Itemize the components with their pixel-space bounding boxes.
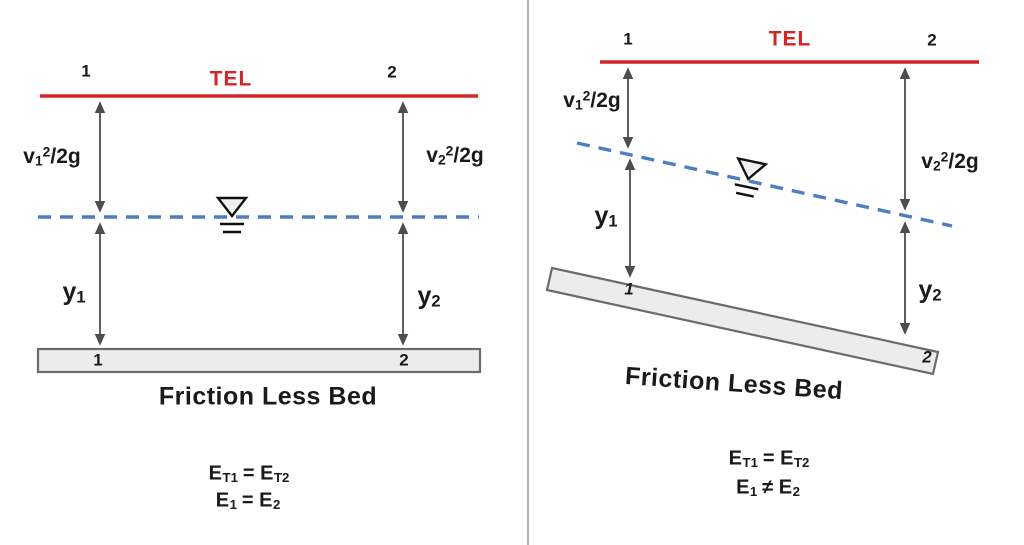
right-v1-sup: 2 bbox=[582, 87, 591, 104]
left-eq1-lhs-sub: T1 bbox=[222, 470, 238, 486]
right-eq1-lhs-sub: T1 bbox=[742, 455, 758, 471]
right-eq2-relation: ≠ bbox=[762, 476, 774, 499]
left-eq1-rhs-sub: T2 bbox=[273, 470, 290, 486]
left-v1-base: v bbox=[23, 144, 35, 168]
left-bed-station-1-label: 1 bbox=[93, 350, 103, 370]
right-v2-base: v bbox=[921, 149, 933, 173]
left-v2-sub: 2 bbox=[437, 151, 446, 168]
left-v2-rest: /2g bbox=[453, 143, 484, 167]
right-y2-base: y bbox=[918, 275, 933, 304]
left-eq1-relation: = bbox=[242, 462, 256, 485]
right-depth-1-label: y1 bbox=[594, 201, 618, 231]
right-eq1-relation: = bbox=[762, 447, 776, 470]
left-eq2-lhs-sub: 1 bbox=[229, 497, 237, 513]
right-total-energy-equation: ET1=ET2 bbox=[729, 449, 810, 470]
right-velocity-head-1-label: v12/2g bbox=[563, 87, 621, 113]
left-tel-label: TEL bbox=[209, 67, 253, 91]
right-bed bbox=[545, 266, 940, 376]
right-v1-rest: /2g bbox=[590, 88, 621, 112]
right-water-surface-tick-2 bbox=[735, 191, 754, 198]
left-eq2-relation: = bbox=[241, 489, 255, 512]
right-eq2-rhs: E bbox=[778, 476, 793, 499]
left-eq1-lhs: E bbox=[208, 462, 223, 485]
right-water-surface-triangle bbox=[736, 156, 769, 181]
left-v1-sup: 2 bbox=[42, 143, 51, 160]
left-y2-base: y bbox=[417, 281, 432, 310]
left-v2-base: v bbox=[426, 143, 438, 167]
right-eq1-rhs: E bbox=[780, 447, 794, 470]
right-y2-sub: 2 bbox=[932, 286, 942, 305]
right-y1-base: y bbox=[594, 201, 609, 230]
left-depth-2-label: y2 bbox=[417, 281, 441, 311]
left-water-surface-symbol-icon bbox=[215, 196, 249, 218]
right-depth-2-label: y2 bbox=[918, 275, 942, 305]
right-eq2-lhs-sub: 1 bbox=[749, 484, 758, 500]
right-station-2-label: 2 bbox=[927, 30, 937, 50]
left-bed bbox=[36, 347, 482, 374]
right-tel-label: TEL bbox=[768, 27, 812, 51]
left-y2-sub: 2 bbox=[431, 292, 441, 311]
left-v1-rest: /2g bbox=[50, 144, 81, 168]
left-v2-sup: 2 bbox=[445, 142, 454, 159]
left-v1-sub: 1 bbox=[34, 152, 43, 169]
right-y1-sub: 1 bbox=[608, 212, 618, 231]
left-total-energy-equation: ET1=ET2 bbox=[209, 464, 290, 485]
right-bed-station-1-label: 1 bbox=[624, 279, 634, 299]
right-v2-sub: 2 bbox=[932, 157, 941, 174]
left-depth-1-label: y1 bbox=[62, 277, 86, 307]
right-bed-station-2-label: 2 bbox=[922, 347, 932, 367]
left-bed-caption: Friction Less Bed bbox=[158, 382, 378, 411]
right-station-1-label: 1 bbox=[623, 29, 633, 49]
right-eq2-lhs: E bbox=[736, 476, 750, 499]
right-velocity-head-2-label: v22/2g bbox=[921, 148, 979, 174]
left-velocity-head-1-label: v12/2g bbox=[23, 143, 81, 169]
left-station-1-label: 1 bbox=[81, 61, 91, 81]
right-water-surface-tick-1 bbox=[734, 183, 759, 191]
left-specific-energy-equation: E1=E2 bbox=[216, 491, 281, 512]
right-specific-energy-equation: E1≠E2 bbox=[736, 478, 800, 499]
right-water-surface-symbol-icon bbox=[734, 156, 769, 198]
left-y1-base: y bbox=[62, 277, 77, 306]
right-water-surface-line bbox=[576, 141, 953, 228]
right-eq1-rhs-sub: T2 bbox=[793, 455, 810, 471]
right-v1-base: v bbox=[563, 88, 575, 112]
right-eq2-rhs-sub: 2 bbox=[792, 484, 800, 500]
left-eq2-rhs-sub: 2 bbox=[272, 497, 281, 513]
left-eq2-lhs: E bbox=[215, 489, 230, 512]
right-v1-sub: 1 bbox=[574, 96, 583, 113]
left-eq1-rhs: E bbox=[260, 462, 274, 485]
right-v2-rest: /2g bbox=[948, 149, 979, 173]
left-bed-station-2-label: 2 bbox=[399, 350, 409, 370]
right-eq1-lhs: E bbox=[728, 447, 743, 470]
right-v2-sup: 2 bbox=[940, 148, 949, 165]
left-y1-sub: 1 bbox=[76, 288, 86, 307]
left-station-2-label: 2 bbox=[387, 62, 397, 82]
left-eq2-rhs: E bbox=[259, 489, 273, 512]
left-velocity-head-2-label: v22/2g bbox=[426, 142, 484, 168]
